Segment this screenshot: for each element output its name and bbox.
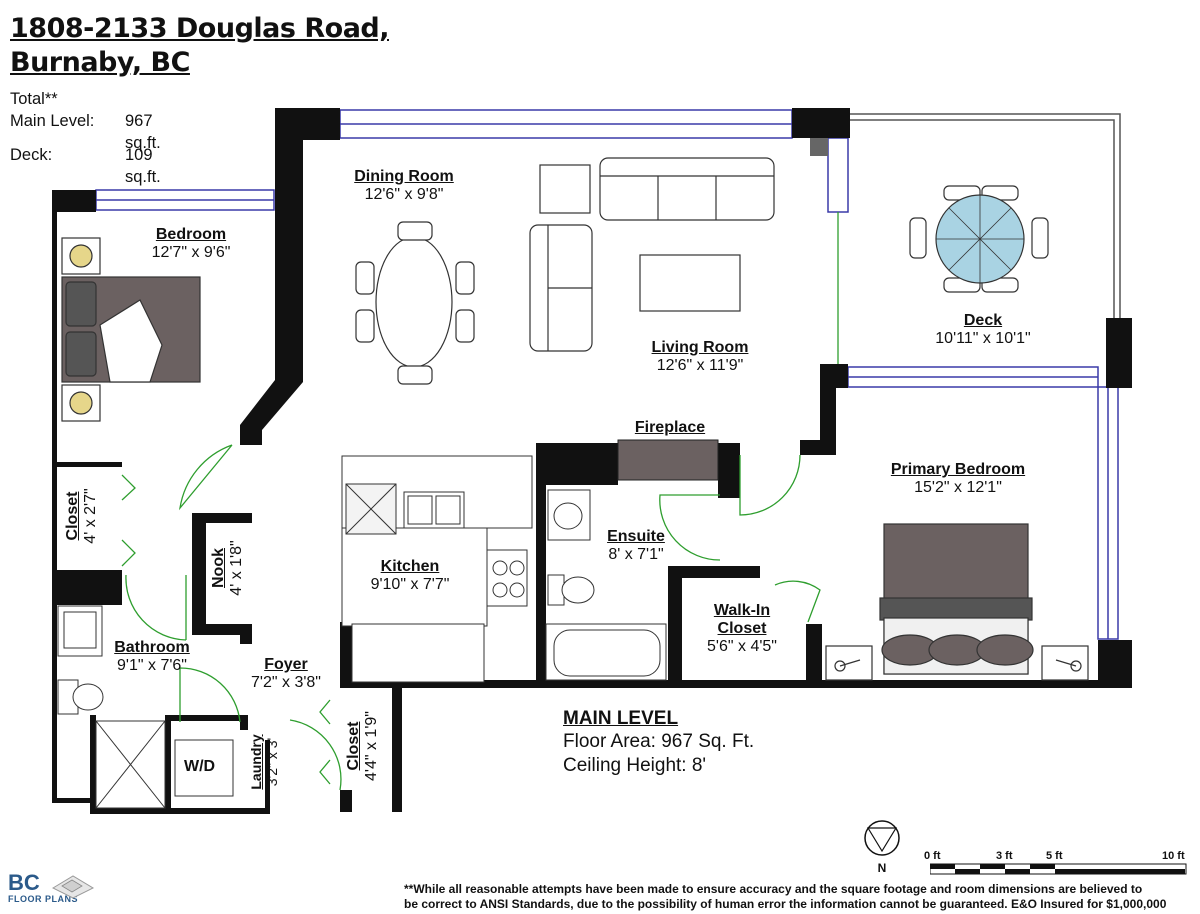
room-label-ensuite: Ensuite 8' x 7'1" (596, 528, 676, 564)
room-label-walk-in-closet: Walk-In Closet 5'6" x 4'5" (692, 602, 792, 656)
logo-house-icon (51, 875, 95, 899)
room-label-nook: Nook 4' x 1'8" (210, 518, 246, 618)
room-name: Kitchen (380, 558, 440, 575)
scale-label-0: 0 ft (924, 850, 941, 862)
bathroom-fixtures (57, 489, 667, 809)
room-name: Living Room (651, 339, 749, 356)
room-name: Laundry (248, 734, 264, 790)
room-name: Bathroom (114, 639, 190, 656)
room-dimensions: 4'4" x 1'9" (363, 711, 380, 781)
address-line-1: 1808-2133 Douglas Road, (10, 13, 390, 44)
area-summary: Total** Main Level: 967 sq.ft. Deck: 109… (10, 88, 161, 186)
room-label-foyer: Foyer 7'2" x 3'8" (236, 656, 336, 692)
room-label-bathroom: Bathroom 9'1" x 7'6" (100, 639, 204, 675)
room-name: Closet (64, 491, 81, 541)
room-label-closet-foyer: Closet 4'4" x 1'9" (345, 696, 381, 796)
room-dimensions: 15'2" x 12'1" (914, 479, 1002, 496)
furniture (61, 157, 1089, 681)
scale-label-5: 5 ft (1046, 850, 1063, 862)
room-label-primary-bedroom: Primary Bedroom 15'2" x 12'1" (870, 461, 1046, 497)
room-label-deck: Deck 10'11" x 10'1" (920, 312, 1046, 348)
room-dimensions: 12'6" x 11'9" (656, 357, 744, 374)
disclaimer-line-2: be correct to ANSI Standards, due to the… (404, 897, 1167, 911)
room-label-bedroom: Bedroom 12'7" x 9'6" (135, 226, 247, 262)
room-dimensions: 4' x 2'7" (82, 488, 99, 544)
room-label-closet-left: Closet 4' x 2'7" (64, 466, 100, 566)
disclaimer-line-1: **While all reasonable attempts have bee… (404, 882, 1143, 896)
room-name: Fireplace (634, 419, 706, 436)
address-title: 1808-2133 Douglas Road, Burnaby, BC (10, 12, 390, 80)
ceiling-height: Ceiling Height: 8' (563, 755, 707, 776)
disclaimer: **While all reasonable attempts have bee… (404, 882, 1166, 912)
room-dimensions: 3'2" x 3' (264, 737, 280, 787)
room-name-line-1: Walk-In (713, 602, 771, 619)
north-arrow-icon (864, 820, 900, 856)
room-name: Primary Bedroom (890, 461, 1026, 478)
compass-label: N (877, 861, 887, 875)
room-name-line-2: Closet (717, 620, 767, 637)
compass: N (862, 818, 902, 875)
room-name: Deck (963, 312, 1003, 329)
room-label-fireplace: Fireplace (622, 419, 718, 437)
room-dimensions: 9'10" x 7'7" (370, 576, 450, 593)
logo-subtext: FLOOR PLANS (8, 894, 78, 904)
total-label: Total** (10, 90, 58, 108)
logo: BC FLOOR PLANS (8, 870, 78, 905)
room-dimensions: 7'2" x 3'8" (251, 674, 321, 691)
kitchen-counters (341, 455, 533, 683)
room-dimensions: 8' x 7'1" (608, 546, 664, 563)
room-label-laundry: Laundry 3'2" x 3' (248, 722, 280, 802)
scale-label-10: 10 ft (1162, 850, 1185, 862)
deck-area-value: 109 sq.ft. (125, 146, 161, 186)
washer-dryer-label: W/D (184, 758, 216, 775)
deck-area-label: Deck: (10, 146, 53, 164)
room-dimensions: 4' x 1'8" (228, 540, 245, 596)
main-level-area-label: Main Level: (10, 112, 95, 130)
room-dimensions: 9'1" x 7'6" (117, 657, 187, 674)
room-name: Dining Room (354, 168, 454, 185)
room-label-living-room: Living Room 12'6" x 11'9" (640, 339, 760, 375)
room-name: Nook (210, 548, 227, 588)
room-dimensions: 12'6" x 9'8" (364, 186, 444, 203)
main-level-info: MAIN LEVEL Floor Area: 967 Sq. Ft. Ceili… (563, 708, 754, 778)
room-label-dining-room: Dining Room 12'6" x 9'8" (350, 168, 458, 204)
room-name: Bedroom (155, 226, 227, 243)
main-level-title: MAIN LEVEL (563, 708, 679, 729)
room-name: Foyer (264, 656, 308, 673)
room-label-kitchen: Kitchen 9'10" x 7'7" (360, 558, 460, 594)
floor-area: Floor Area: 967 Sq. Ft. (563, 731, 755, 752)
scale-bar (930, 863, 1187, 875)
fireplace-box (617, 439, 719, 481)
room-name: Ensuite (607, 528, 665, 545)
main-level-area-value: 967 sq.ft. (125, 112, 161, 152)
room-dimensions: 5'6" x 4'5" (707, 638, 777, 655)
logo-text: BC (8, 870, 40, 895)
door-swings (121, 212, 839, 791)
room-dimensions: 10'11" x 10'1" (935, 330, 1031, 347)
address-line-2: Burnaby, BC (10, 47, 190, 78)
room-name: Closet (345, 721, 362, 771)
scale-label-3: 3 ft (996, 850, 1013, 862)
room-dimensions: 12'7" x 9'6" (151, 244, 231, 261)
deck-railing (850, 113, 1121, 318)
walls (52, 108, 1132, 814)
